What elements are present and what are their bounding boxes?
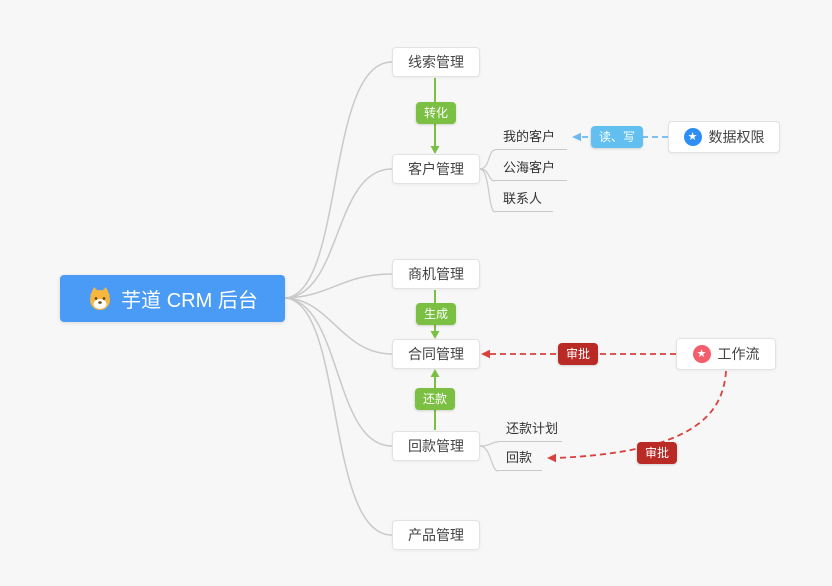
badge-generate[interactable]: 生成: [415, 303, 457, 325]
root-node-crm-backend[interactable]: 芋道 CRM 后台: [60, 275, 285, 322]
node-contracts[interactable]: 合同管理: [392, 339, 480, 369]
node-leads[interactable]: 线索管理: [392, 47, 480, 77]
node-receivables[interactable]: 回款管理: [392, 431, 480, 461]
approve-receivable-arrow: [547, 370, 727, 463]
badge-convert[interactable]: 转化: [415, 102, 457, 124]
root-branch-curves: [284, 61, 393, 536]
data-permission-label: 数据权限: [708, 129, 765, 145]
node-workflow[interactable]: ★ 工作流: [676, 338, 776, 370]
node-products[interactable]: 产品管理: [392, 520, 480, 550]
leaf-contacts[interactable]: 联系人: [495, 190, 553, 212]
badge-repay[interactable]: 还款: [414, 388, 456, 410]
workflow-label: 工作流: [717, 346, 760, 362]
leaf-public-sea-customers[interactable]: 公海客户: [495, 159, 567, 181]
star-badge-icon: ★: [692, 345, 711, 363]
leaf-repayment[interactable]: 回款: [498, 449, 542, 471]
leaf-my-customers[interactable]: 我的客户: [495, 128, 567, 150]
leaf-repayment-plan[interactable]: 还款计划: [498, 420, 562, 442]
badge-read-write[interactable]: 读、写: [590, 126, 644, 148]
sub-branch-lines: [479, 149, 499, 472]
node-customers[interactable]: 客户管理: [392, 154, 480, 184]
star-badge-icon: ★: [683, 128, 702, 146]
badge-approve-contract[interactable]: 审批: [557, 343, 599, 365]
shiba-dog-icon: [87, 286, 113, 312]
node-data-permission[interactable]: ★ 数据权限: [668, 121, 780, 153]
node-opportunities[interactable]: 商机管理: [392, 259, 480, 289]
badge-approve-receivable[interactable]: 审批: [636, 442, 678, 464]
root-label: 芋道 CRM 后台: [121, 290, 258, 312]
